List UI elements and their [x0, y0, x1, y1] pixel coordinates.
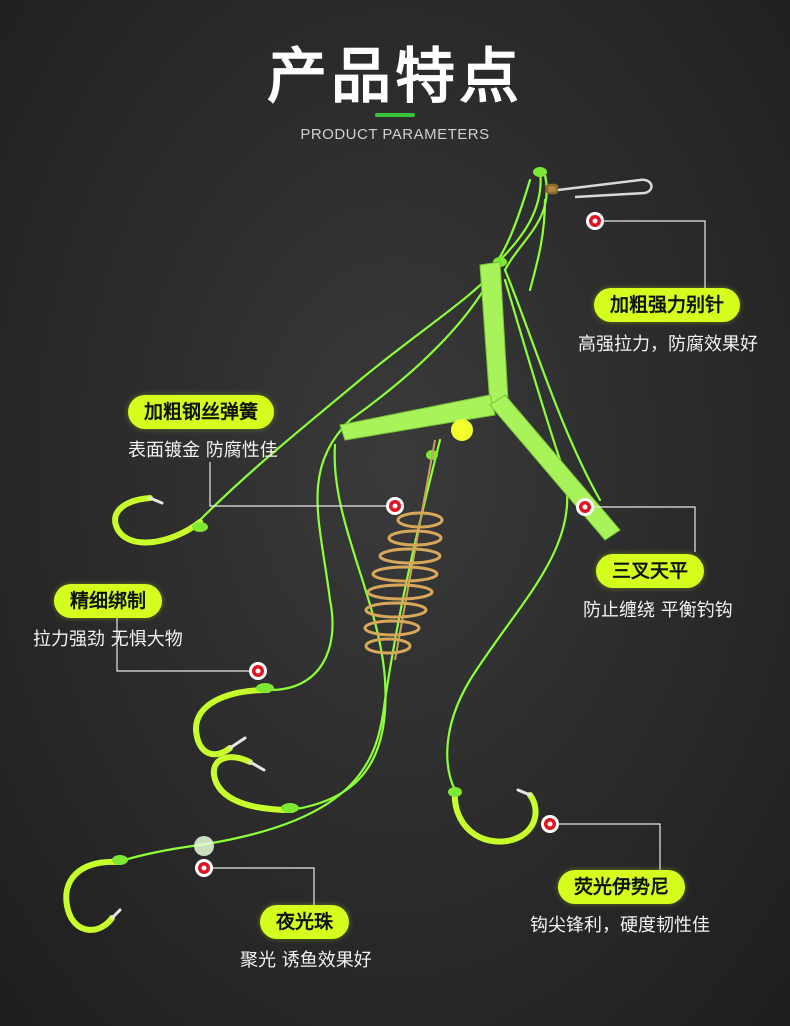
feature-desc-bead: 聚光 诱鱼效果好: [240, 950, 372, 971]
feature-label-spring: 加粗钢丝弹簧: [128, 395, 275, 429]
title-underline: [375, 113, 415, 117]
feature-desc-binding: 拉力强劲 无惧大物: [33, 629, 183, 650]
feature-label-binding: 精细绑制: [54, 584, 163, 618]
feature-desc-snap: 高强拉力，防腐效果好: [578, 334, 758, 355]
feature-desc-spring: 表面镀金 防腐性佳: [128, 440, 278, 461]
page-subtitle: PRODUCT PARAMETERS: [300, 126, 490, 143]
feature-label-snap: 加粗强力别针: [594, 288, 741, 322]
callout-markers: [195, 212, 604, 877]
feature-label-hook: 荧光伊势尼: [558, 870, 686, 904]
luminous-bead: [194, 836, 214, 856]
feature-desc-hook: 钩尖锋利，硬度韧性佳: [530, 915, 710, 936]
feature-label-tri-boom: 三叉天平: [596, 554, 705, 588]
feature-label-bead: 夜光珠: [260, 905, 350, 939]
feature-desc-tri-boom: 防止缠绕 平衡钓钩: [583, 600, 733, 621]
page-title: 产品特点: [267, 42, 523, 112]
tri-boom-bead: [451, 419, 473, 441]
spring-feeder: [363, 439, 444, 661]
